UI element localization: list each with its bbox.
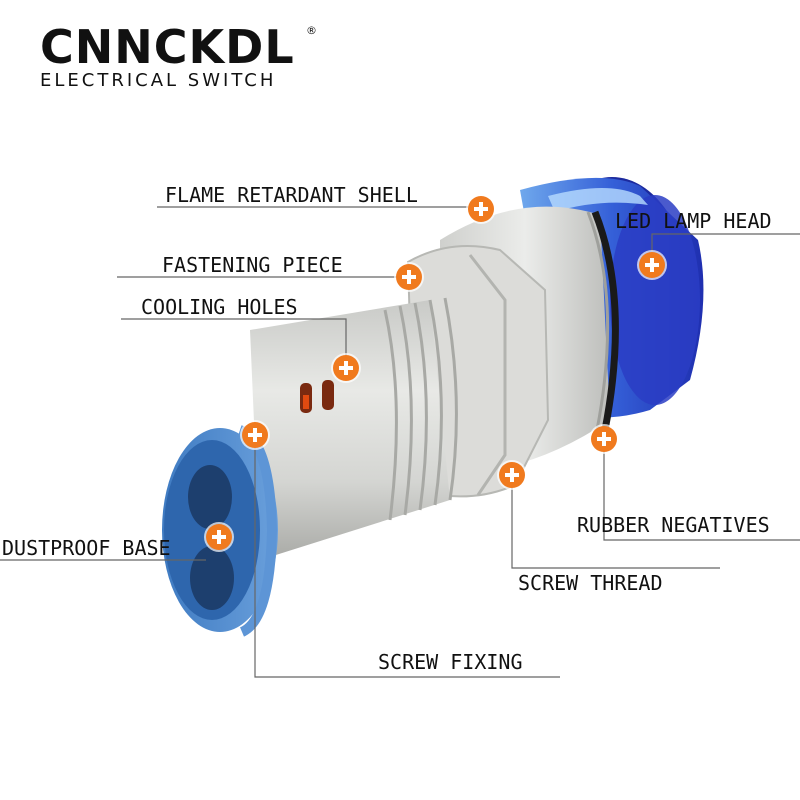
label-dustproof-base: DUSTPROOF BASE (2, 536, 171, 560)
brand-name: CNNCKDL (40, 20, 295, 74)
label-fastening-piece: FASTENING PIECE (162, 253, 343, 277)
leader-cooling-holes (121, 318, 347, 356)
label-screw-fixing: SCREW FIXING (378, 650, 523, 674)
leader-rubber-negatives (603, 452, 800, 541)
marker-cooling-holes-plus-icon[interactable] (333, 355, 359, 381)
label-flame-retardant-shell: FLAME RETARDANT SHELL (165, 183, 418, 207)
marker-rubber-negatives-plus-icon[interactable] (591, 426, 617, 452)
marker-fastening-piece-plus-icon[interactable] (396, 264, 422, 290)
label-cooling-holes: COOLING HOLES (141, 295, 298, 319)
registered-mark: ® (306, 24, 317, 37)
marker-screw-fixing-plus-icon[interactable] (242, 422, 268, 448)
brand-tagline: ELECTRICAL SWITCH (40, 70, 277, 91)
marker-dustproof-base-plus-icon[interactable] (206, 524, 232, 550)
leader-screw-thread (511, 488, 720, 569)
marker-flame-retardant-shell-plus-icon[interactable] (468, 196, 494, 222)
label-led-lamp-head: LED LAMP HEAD (615, 209, 772, 233)
marker-led-lamp-head-plus-icon[interactable] (639, 252, 665, 278)
screw-thread-graphic (250, 297, 458, 560)
marker-screw-thread-plus-icon[interactable] (499, 462, 525, 488)
leader-screw-fixing (254, 448, 560, 678)
brand-logo: CNNCKDL ® ELECTRICAL SWITCH (40, 20, 317, 91)
label-screw-thread: SCREW THREAD (518, 571, 663, 595)
leader-lines (0, 206, 800, 678)
label-rubber-negatives: RUBBER NEGATIVES (577, 513, 770, 537)
